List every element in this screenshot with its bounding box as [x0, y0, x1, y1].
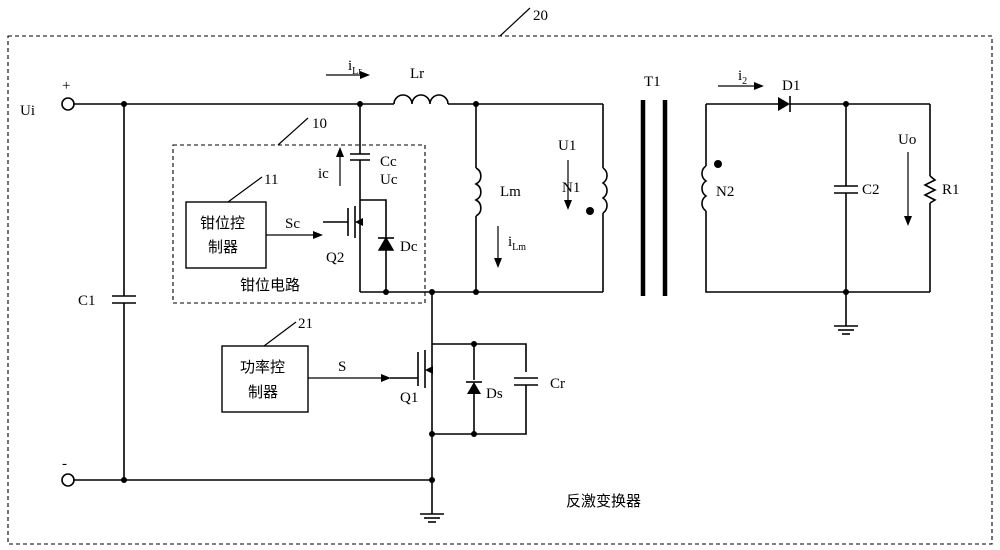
clamp-circuit-boundary [172, 144, 426, 304]
transformer-core-t1 [640, 100, 668, 296]
inductor-lm [474, 167, 482, 217]
winding-n2 [701, 165, 708, 212]
t1-label: T1 [644, 74, 661, 90]
lm-label: Lm [500, 184, 521, 200]
converter-ref-label: 20 [533, 8, 548, 24]
converter-name-label: 反激变换器 [566, 492, 641, 510]
d1-label: D1 [782, 78, 800, 94]
input-terminal-negative [61, 473, 75, 487]
diode-ds [466, 381, 482, 394]
inductor-lr [393, 94, 449, 105]
n1-label: N1 [562, 180, 580, 196]
power-ctrl-line2: 制器 [248, 383, 278, 401]
clamp-ref-label: 10 [312, 116, 327, 132]
lr-label: Lr [410, 66, 424, 82]
input-voltage-label: Ui [20, 103, 35, 119]
uo-label: Uo [898, 132, 916, 148]
power-ctrl-line1: 功率控 [240, 358, 285, 376]
dc-label: Dc [400, 239, 418, 255]
cr-label: Cr [550, 376, 565, 392]
diode-dc [377, 236, 395, 251]
converter-ref-leader [499, 7, 531, 37]
i2-label: i2 [738, 68, 747, 87]
cc-label: Cc [380, 154, 397, 170]
sc-label: Sc [285, 216, 300, 232]
mosfet-q1 [390, 344, 433, 394]
winding-n1 [601, 167, 608, 214]
capacitor-cr [514, 377, 538, 386]
uc-label: Uc [380, 172, 398, 188]
ilr-label: iLr [348, 58, 362, 77]
c1-label: C1 [78, 293, 96, 309]
capacitor-c2 [834, 185, 858, 194]
clamp-ctrl-line1: 钳位控 [200, 214, 245, 232]
capacitor-c1 [112, 295, 136, 304]
power-ctrl-ref-leader [263, 321, 297, 347]
resistor-r1 [923, 175, 937, 204]
diode-d1 [778, 96, 791, 112]
q2-label: Q2 [326, 250, 344, 266]
s-label: S [338, 359, 346, 375]
ilm-label: iLm [508, 234, 526, 253]
power-ctrl-ref-label: 21 [298, 316, 313, 332]
ground-secondary [834, 292, 858, 335]
clamp-circuit-label: 钳位电路 [240, 276, 300, 294]
q1-label: Q1 [400, 390, 418, 406]
clamp-ctrl-ref-label: 11 [264, 172, 278, 188]
ground-primary [420, 480, 444, 523]
c2-label: C2 [862, 182, 880, 198]
r1-label: R1 [942, 182, 960, 198]
u1-label: U1 [558, 138, 576, 154]
power-controller-box: 功率控 制器 [221, 345, 309, 413]
clamp-ctrl-ref-leader [227, 176, 263, 203]
plus-label: + [62, 78, 70, 94]
clamp-ctrl-line2: 制器 [208, 238, 238, 256]
clamp-controller-box: 钳位控 制器 [185, 201, 267, 269]
ic-label: ic [318, 166, 329, 182]
mosfet-q2 [323, 199, 387, 292]
n2-label: N2 [716, 184, 734, 200]
minus-label: - [62, 456, 67, 472]
clamp-ref-leader [277, 117, 309, 146]
ds-label: Ds [486, 386, 503, 402]
capacitor-cc [350, 153, 370, 161]
input-terminal-positive [61, 97, 75, 111]
